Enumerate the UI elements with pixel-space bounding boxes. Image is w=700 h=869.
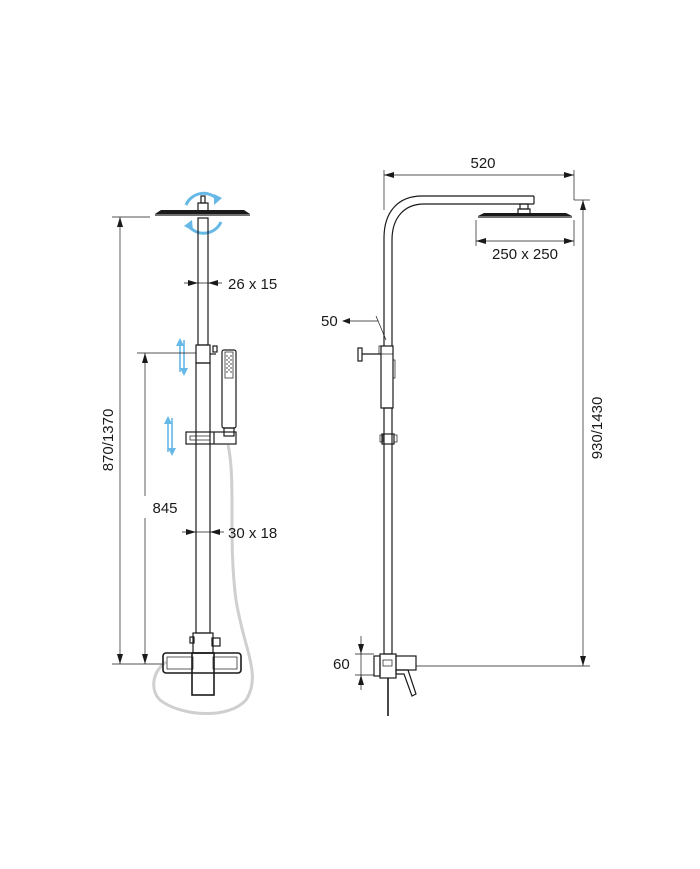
head-size-label: 250 x 250 bbox=[492, 246, 558, 263]
dimension-head-size: 250 x 250 bbox=[475, 220, 575, 263]
front-view: 870/1370 845 26 x 15 30 x 18 bbox=[100, 191, 277, 716]
offset-label: 50 bbox=[321, 313, 338, 330]
side-mixer-valve bbox=[373, 653, 417, 697]
side-view: 520 250 x 250 50 930/1430 bbox=[321, 155, 606, 716]
lower-pipe bbox=[195, 362, 211, 634]
rotate-icon bbox=[184, 191, 223, 235]
side-total-height-label: 930/1430 bbox=[589, 397, 606, 460]
upper-pipe bbox=[197, 217, 209, 346]
shower-head bbox=[155, 195, 250, 216]
side-column-arm bbox=[383, 195, 534, 346]
adjust-holder-arrow-icon bbox=[164, 416, 176, 456]
side-holder bbox=[379, 433, 398, 445]
dimension-offset: 50 bbox=[321, 313, 387, 341]
side-shower-head bbox=[478, 203, 572, 218]
slide-height-label: 845 bbox=[152, 500, 177, 517]
dimension-valve-height: 60 bbox=[333, 636, 374, 690]
valve-height-label: 60 bbox=[333, 656, 350, 673]
arm-length-label: 520 bbox=[470, 155, 495, 172]
slider-block bbox=[195, 344, 218, 364]
total-height-label: 870/1370 bbox=[100, 409, 117, 472]
lower-pipe-size-label: 30 x 18 bbox=[228, 525, 277, 542]
hand-shower-holder bbox=[185, 431, 237, 445]
adjust-height-arrow-icon bbox=[176, 338, 188, 376]
dimension-arm-length: 520 bbox=[383, 155, 575, 210]
dimension-slide-height: 845 bbox=[136, 352, 196, 664]
dimension-total-height-side: 930/1430 bbox=[416, 199, 606, 667]
dimension-lower-pipe: 30 x 18 bbox=[182, 525, 277, 542]
hand-shower bbox=[221, 349, 237, 437]
upper-pipe-size-label: 26 x 15 bbox=[228, 276, 277, 293]
dimension-upper-pipe: 26 x 15 bbox=[184, 276, 277, 293]
hose bbox=[152, 444, 254, 716]
side-slider-block bbox=[357, 345, 396, 409]
dimension-total-height-front: 870/1370 bbox=[100, 216, 162, 665]
mixer-valve bbox=[162, 632, 242, 696]
